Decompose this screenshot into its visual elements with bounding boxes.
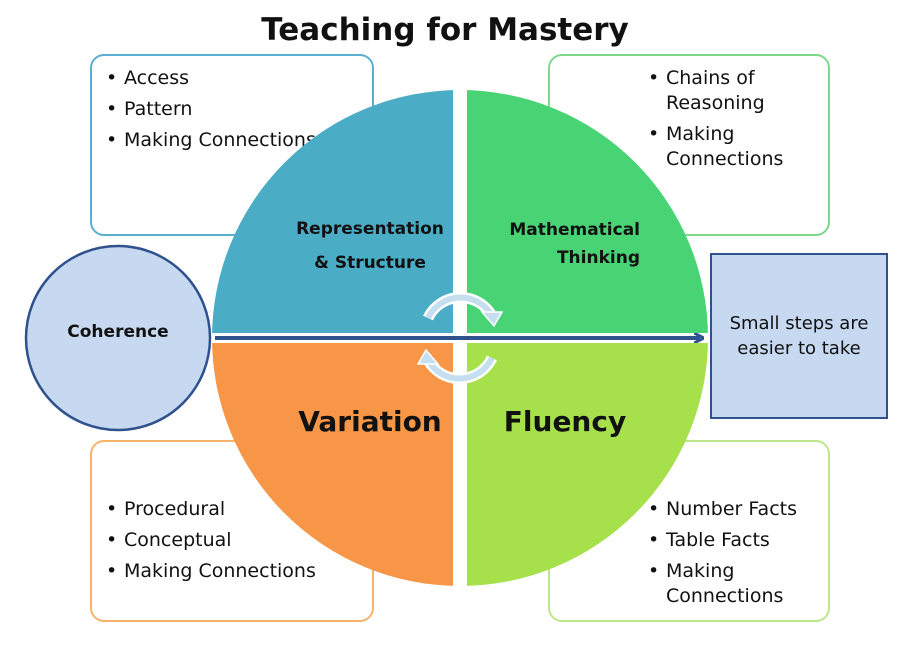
coherence-circle <box>24 244 212 432</box>
representation-label-line2: & Structure <box>314 253 426 273</box>
representation-segment <box>212 90 460 338</box>
bullet-item: Pattern <box>104 97 360 122</box>
bullet-item: Procedural <box>104 497 360 522</box>
bullet-item: Chains of Reasoning <box>646 66 828 116</box>
coherence-label: Coherence <box>67 322 169 342</box>
cycle-arrows-icon <box>416 291 504 385</box>
variation-list: ProceduralConceptualMaking Connections <box>104 497 360 584</box>
variation-segment <box>212 338 460 586</box>
thinking-label-line2: Thinking <box>556 248 640 268</box>
fluency-list: Number FactsTable FactsMaking Connection… <box>646 497 828 609</box>
small-steps-box: Small steps are easier to take <box>710 253 888 419</box>
representation-label: Representation & Structure <box>280 212 460 280</box>
bullet-item: Conceptual <box>104 528 360 553</box>
bullet-item: Making Connections <box>104 559 360 584</box>
fluency-box: Number FactsTable FactsMaking Connection… <box>548 440 830 622</box>
fluency-label: Fluency <box>503 405 627 438</box>
representation-list: AccessPatternMaking Connections <box>104 66 360 153</box>
bullet-item: Making Connections <box>646 559 828 609</box>
diagram-title: Teaching for Mastery <box>261 12 629 48</box>
representation-label-line1: Representation <box>296 219 444 239</box>
thinking-list: Chains of ReasoningMaking Connections <box>646 66 828 172</box>
bullet-item: Table Facts <box>646 528 828 553</box>
bullet-item: Making Connections <box>646 122 828 172</box>
thinking-segment <box>460 90 708 338</box>
fluency-segment <box>460 338 708 586</box>
thinking-label-line1: Mathematical <box>509 220 640 240</box>
bullet-item: Access <box>104 66 360 91</box>
bullet-item: Making Connections <box>104 128 360 153</box>
small-steps-text: Small steps are easier to take <box>729 313 869 359</box>
variation-label: Variation <box>298 405 442 438</box>
bullet-item: Number Facts <box>646 497 828 522</box>
thinking-label: Mathematical Thinking <box>470 216 640 272</box>
